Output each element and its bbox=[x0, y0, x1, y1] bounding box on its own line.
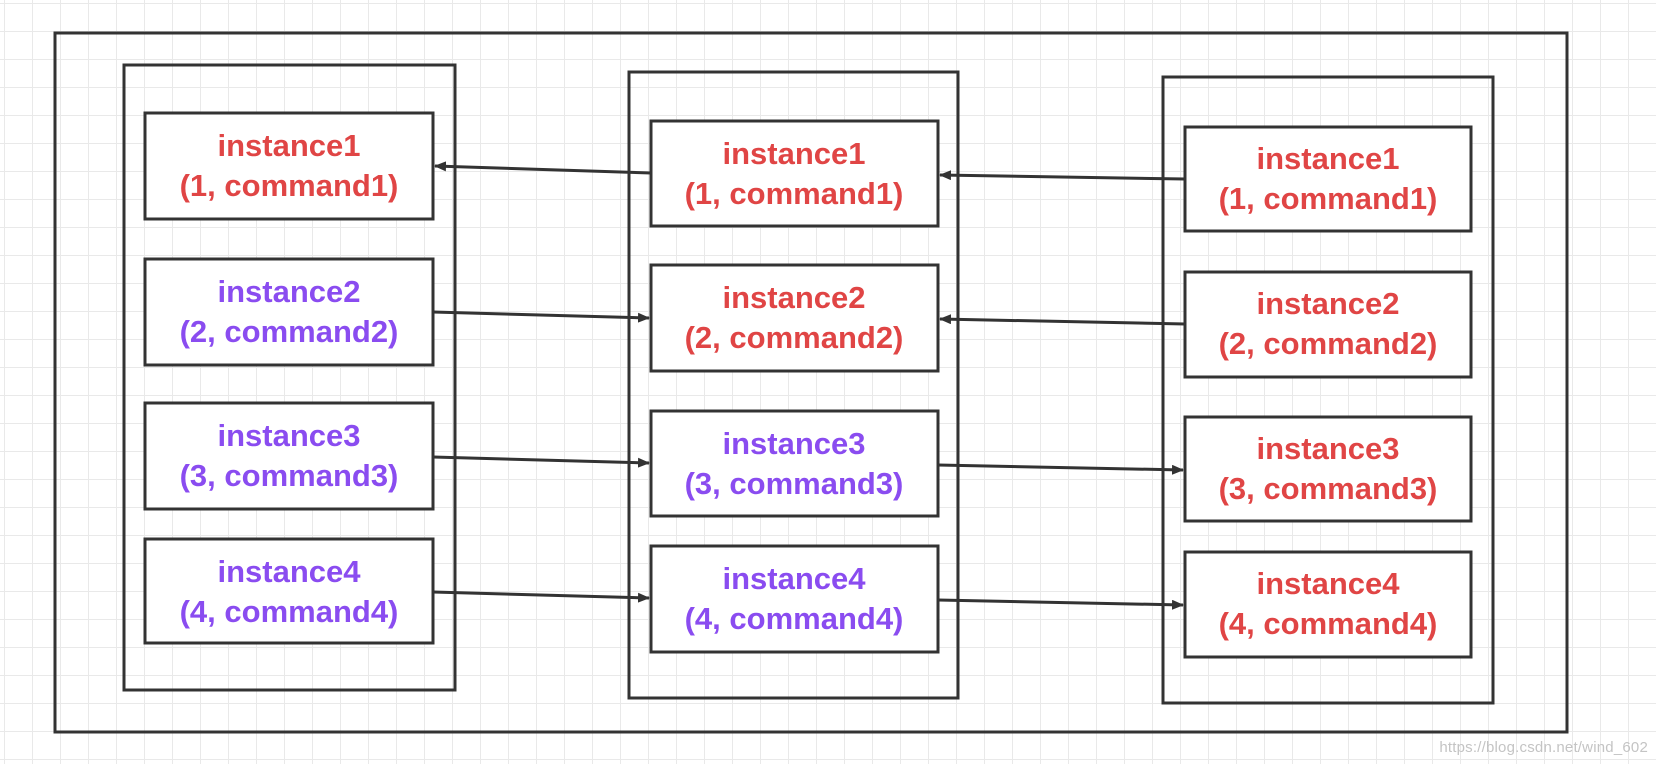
arrow-left4-to-middle4 bbox=[432, 590, 650, 603]
edges bbox=[432, 161, 1186, 610]
node-label-line1: instance2 bbox=[217, 274, 360, 309]
node-left-4: instance4 (4, command4) bbox=[143, 537, 435, 645]
outer-frame bbox=[53, 31, 1569, 734]
node-middle-4: instance4 (4, command4) bbox=[649, 544, 940, 654]
node-label-line2: (3, command3) bbox=[180, 458, 399, 493]
node-right-4: instance4 (4, command4) bbox=[1183, 550, 1473, 659]
node-label-line2: (2, command2) bbox=[180, 314, 399, 349]
node-middle-1: instance1 (1, command1) bbox=[649, 119, 940, 228]
node-right-1: instance1 (1, command1) bbox=[1183, 125, 1473, 233]
node-label-line1: instance1 bbox=[217, 128, 360, 163]
node-right-3: instance3 (3, command3) bbox=[1183, 415, 1473, 523]
node-label-line2: (4, command4) bbox=[180, 594, 399, 629]
node-label-line2: (4, command4) bbox=[685, 601, 904, 636]
node-label-line2: (4, command4) bbox=[1219, 606, 1438, 641]
node-label-line2: (1, command1) bbox=[1219, 181, 1438, 216]
arrow-right1-to-middle1 bbox=[939, 170, 1186, 181]
arrow-middle1-to-left1 bbox=[434, 161, 652, 175]
node-right-2: instance2 (2, command2) bbox=[1183, 270, 1473, 379]
node-left-3: instance3 (3, command3) bbox=[143, 401, 435, 511]
watermark-url: https://blog.csdn.net/wind_602 bbox=[1439, 739, 1648, 756]
node-left-2: instance2 (2, command2) bbox=[143, 257, 435, 367]
column-right bbox=[1161, 75, 1495, 705]
node-middle-2: instance2 (2, command2) bbox=[649, 263, 940, 373]
node-label-line1: instance2 bbox=[722, 280, 865, 315]
node-label-line2: (2, command2) bbox=[1219, 326, 1438, 361]
node-label-line2: (3, command3) bbox=[1219, 471, 1438, 506]
node-label-line1: instance3 bbox=[722, 426, 865, 461]
arrow-right2-to-middle2 bbox=[939, 314, 1186, 326]
node-middle-3: instance3 (3, command3) bbox=[649, 409, 940, 518]
node-label-line2: (2, command2) bbox=[685, 320, 904, 355]
node-label-line2: (1, command1) bbox=[180, 168, 399, 203]
node-label-line1: instance3 bbox=[1256, 431, 1399, 466]
node-label-line1: instance4 bbox=[1256, 566, 1400, 601]
column-left bbox=[122, 63, 457, 692]
node-label-line1: instance1 bbox=[722, 136, 865, 171]
node-label-line1: instance1 bbox=[1256, 141, 1399, 176]
arrow-left3-to-middle3 bbox=[432, 455, 650, 468]
node-label-line2: (1, command1) bbox=[685, 176, 904, 211]
node-label-line1: instance4 bbox=[217, 554, 361, 589]
arrow-middle4-to-right4 bbox=[937, 598, 1184, 610]
arrow-middle3-to-right3 bbox=[937, 463, 1184, 475]
arrow-left2-to-middle2 bbox=[432, 310, 650, 323]
node-label-line1: instance2 bbox=[1256, 286, 1399, 321]
node-label-line1: instance3 bbox=[217, 418, 360, 453]
node-label-line1: instance4 bbox=[722, 561, 866, 596]
node-label-line2: (3, command3) bbox=[685, 466, 904, 501]
column-middle bbox=[627, 70, 960, 700]
node-left-1: instance1 (1, command1) bbox=[143, 111, 435, 221]
